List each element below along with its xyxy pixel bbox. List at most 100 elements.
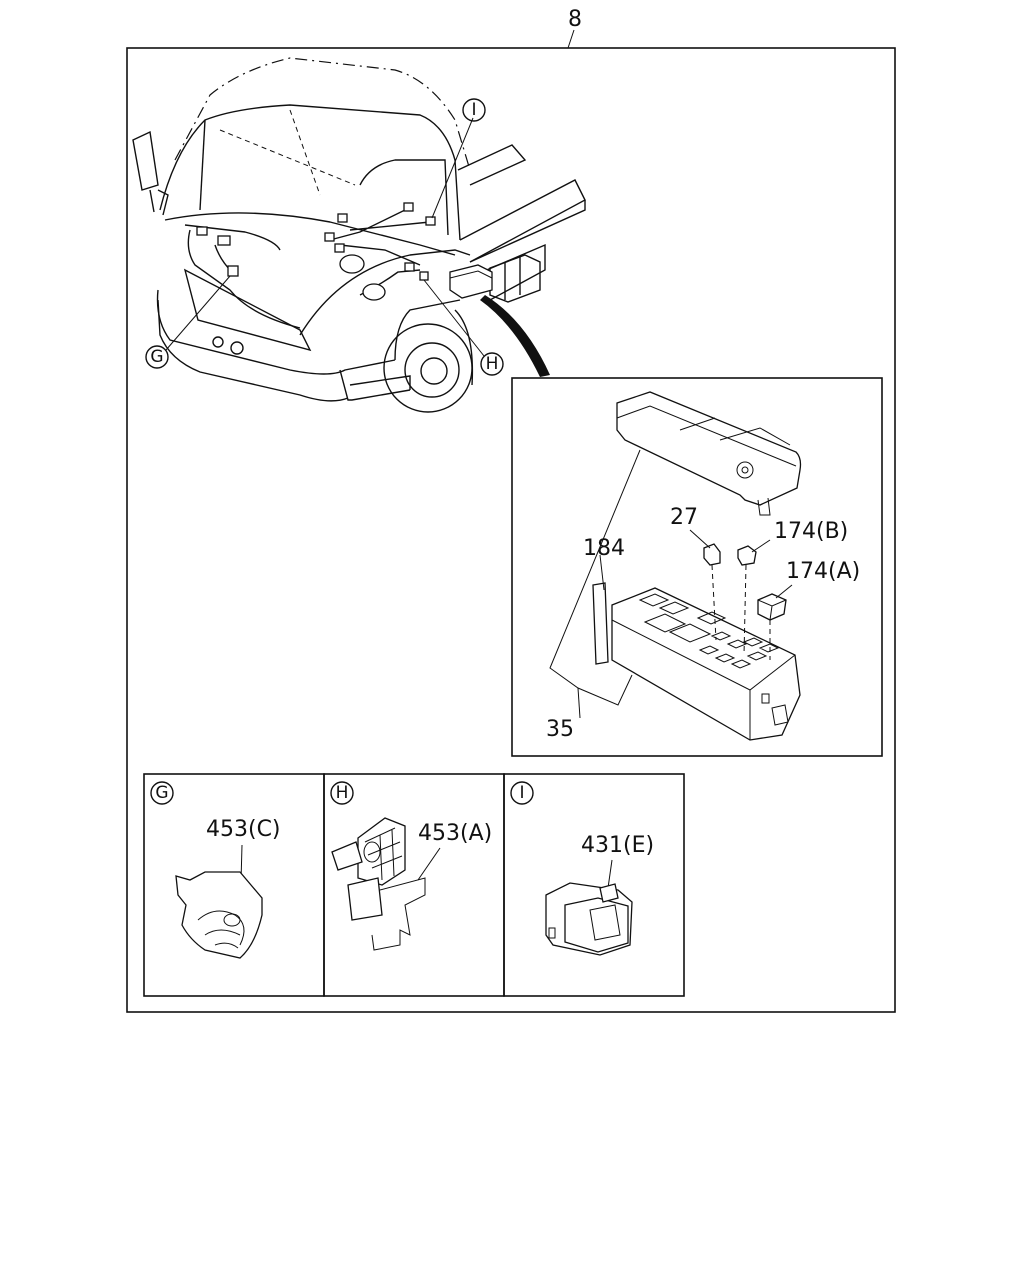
view-g-marker: G <box>155 783 168 803</box>
marker-g-label: G <box>150 347 163 367</box>
connector-g <box>227 265 239 277</box>
label-27: 27 <box>670 505 698 530</box>
connector-431e <box>545 882 633 956</box>
label-184: 184 <box>583 536 625 561</box>
marker-h-circle <box>480 352 504 376</box>
vehicle-fuse-box-lid <box>449 270 493 279</box>
leader-27 <box>689 529 711 549</box>
marker-i-circle <box>462 98 486 122</box>
a-pillar <box>199 119 206 211</box>
relay-174a-edges <box>757 599 787 621</box>
wheel-arch <box>454 309 474 386</box>
inner-dash-2 <box>289 109 321 196</box>
rear-window <box>359 159 449 236</box>
battery-box <box>489 254 541 303</box>
leader-g <box>165 275 231 351</box>
leader-184-bracket <box>599 554 605 591</box>
base-edges <box>611 605 796 740</box>
wheel-rim <box>404 342 460 398</box>
view-g-part-label: 453(C) <box>206 817 281 842</box>
horn-upper <box>339 254 365 274</box>
connector-2 <box>217 235 231 246</box>
fuse-27 <box>703 543 721 566</box>
bracket-453a <box>331 817 426 951</box>
bracket-connector <box>347 877 383 921</box>
connector-pin <box>548 927 556 939</box>
connector-6 <box>403 202 414 212</box>
assembly-leader <box>567 29 575 49</box>
mirror-arm <box>149 189 169 216</box>
dash-contour <box>184 224 281 251</box>
main-frame <box>126 47 896 1013</box>
cover-ridges <box>679 417 791 446</box>
grille <box>183 268 312 352</box>
cover-knob-center <box>741 466 749 474</box>
headlamp-left <box>212 336 224 348</box>
leader-174a <box>775 584 793 599</box>
harness-left <box>187 229 301 329</box>
connector-i <box>425 216 436 226</box>
base-slots-large <box>638 593 727 643</box>
label-174b: 174(B) <box>774 519 848 544</box>
view-i-leader <box>607 859 613 889</box>
bracket-side-tab <box>331 841 363 871</box>
grommet-453c <box>175 871 263 959</box>
leader-h <box>423 279 485 357</box>
chassis-rail-upper <box>457 144 527 186</box>
fuse-box-base <box>592 582 801 741</box>
leader-i <box>431 117 474 219</box>
view-i-marker: I <box>519 783 524 803</box>
fender <box>394 299 461 361</box>
marker-i-label: I <box>471 100 476 120</box>
leader-35 <box>577 687 581 719</box>
battery-box-lines <box>504 257 521 300</box>
cover-tab <box>757 497 771 516</box>
cab-body <box>159 104 461 241</box>
connector-5 <box>334 243 345 253</box>
fuse-box-detail-frame <box>511 377 883 757</box>
wheel-hub <box>420 357 448 385</box>
cover-top-edge <box>616 405 797 467</box>
connector-h <box>419 271 429 281</box>
chassis-rail-edge <box>469 200 586 263</box>
insert-line-174b <box>743 564 747 656</box>
side-panel <box>299 249 471 336</box>
grommet-hole <box>223 913 241 927</box>
step-plate <box>349 375 411 390</box>
vehicle-fuse-box <box>449 264 493 299</box>
front-bumper <box>157 299 349 402</box>
grommet-body <box>175 871 263 959</box>
connector-7 <box>404 262 415 272</box>
base-latch <box>761 693 770 704</box>
bracket-plate <box>371 877 426 951</box>
dashboard-line <box>164 212 456 256</box>
horn-lower <box>362 283 386 301</box>
label-35: 35 <box>546 717 574 742</box>
grommet-ribs <box>197 910 245 949</box>
label-174a: 174(A) <box>786 559 860 584</box>
bracket-hole <box>363 841 381 863</box>
base-mount-tab <box>771 704 789 726</box>
cover-body <box>616 391 802 506</box>
step <box>339 369 411 401</box>
connector-1 <box>196 226 208 236</box>
connector-latch <box>599 883 619 903</box>
connector-socket <box>589 904 621 941</box>
connector-3 <box>337 213 348 223</box>
chassis-rail-middle <box>459 179 586 263</box>
view-i-frame <box>503 773 685 997</box>
cab-roof-outline <box>174 57 471 171</box>
view-i-part-label: 431(E) <box>581 833 654 858</box>
view-h-marker: H <box>336 783 349 803</box>
cover-knob <box>736 461 754 479</box>
detail-callout-arrow <box>480 295 550 377</box>
marker-h-label: H <box>486 354 499 374</box>
truck-cab-illustration <box>132 57 586 413</box>
inner-dash-1 <box>219 129 356 186</box>
marker-g-circle <box>145 345 169 369</box>
base-bracket <box>592 582 609 665</box>
side-mirror <box>132 130 159 191</box>
insert-line-27 <box>711 564 717 641</box>
view-g-marker-circle <box>150 781 174 805</box>
assembly-number: 8 <box>568 7 582 32</box>
